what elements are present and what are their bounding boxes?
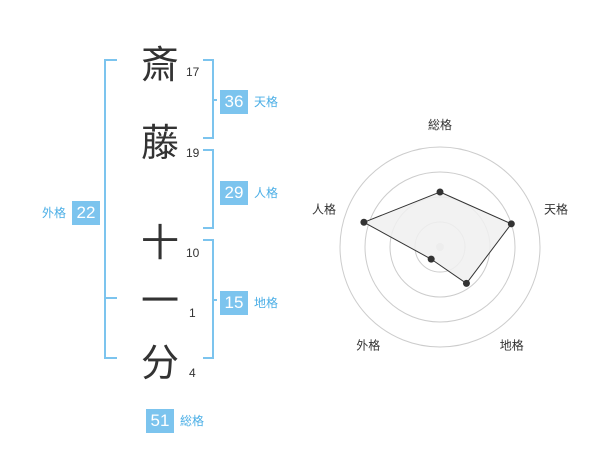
radar-axis-label-3: 地格	[500, 338, 524, 353]
radar-axis-label-1: 総格	[428, 117, 452, 132]
radar-point-2	[507, 220, 515, 228]
soukaku-label: 総格	[180, 414, 205, 428]
radar-point-3	[462, 279, 470, 287]
bracket-lines	[104, 59, 217, 359]
radar-ring-4	[339, 146, 541, 348]
radar-point-1	[436, 188, 444, 196]
name-char-4: 一	[140, 279, 179, 323]
radar-polygon	[362, 191, 513, 285]
jinkaku-bracket	[203, 149, 214, 229]
stroke-count-3: 10	[186, 246, 200, 260]
stroke-count-5: 4	[189, 366, 196, 380]
soukaku-value: 51	[146, 409, 174, 433]
chikaku-value: 15	[220, 291, 248, 315]
gaikaku-label: 外格	[42, 206, 67, 220]
radar-chart: 総格天格地格 外格 人格	[300, 110, 580, 370]
tenkaku-bracket	[203, 59, 214, 139]
stroke-count-2: 19	[186, 146, 200, 160]
name-char-2: 藤	[140, 121, 179, 165]
tenkaku-value: 36	[220, 90, 248, 114]
chikaku-bracket	[203, 239, 214, 359]
chikaku-label: 地格	[254, 296, 279, 310]
radar-axis-label-4: 外格	[356, 338, 380, 353]
radar-point-4	[427, 255, 435, 263]
stroke-count-1: 17	[186, 65, 200, 79]
radar-axis-label-2: 天格	[544, 201, 568, 216]
gaikaku-value: 22	[72, 201, 100, 225]
jinkaku-label: 人格	[254, 186, 279, 200]
tenkaku-label: 天格	[254, 95, 279, 109]
radar-ring-3	[364, 171, 516, 323]
name-char-3: 十	[140, 221, 179, 265]
radar-axis-label-5: 人格	[312, 201, 336, 216]
name-char-1: 斎	[140, 43, 179, 87]
radar-point-5	[360, 218, 368, 226]
stroke-count-4: 1	[189, 306, 196, 320]
gaikaku-bracket	[104, 59, 117, 359]
name-char-5: 分	[140, 341, 179, 385]
jinkaku-value: 29	[220, 181, 248, 205]
